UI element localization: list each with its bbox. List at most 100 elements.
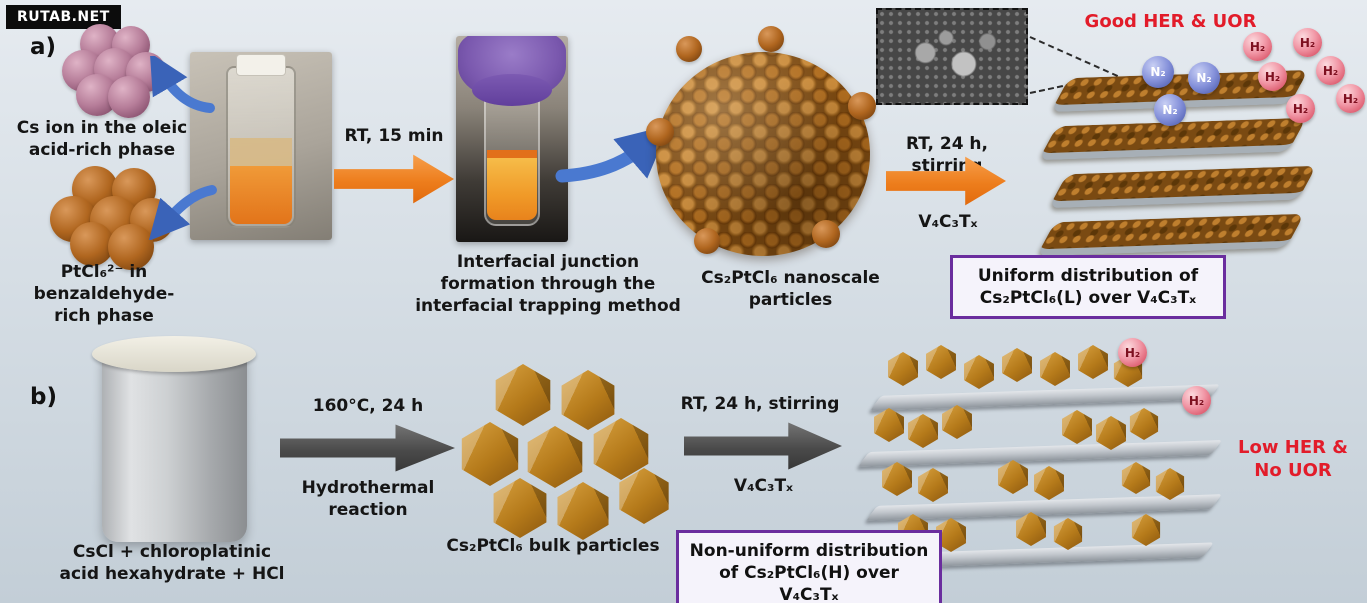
- gloved-vial-photo: [456, 36, 568, 242]
- vial-cap: [236, 54, 286, 76]
- h2-molecule: H₂: [1182, 386, 1211, 415]
- n2-molecule: N₂: [1142, 56, 1174, 88]
- h2-molecule: H₂: [1316, 56, 1345, 85]
- purple-glove-finger: [472, 74, 552, 106]
- interfacial-junction-layer: [487, 150, 537, 158]
- bulk-particle: [908, 414, 938, 448]
- bulk-particle: [495, 364, 551, 426]
- nanoparticle-sphere: [694, 228, 720, 254]
- nanoparticle-sphere: [646, 118, 674, 146]
- bulk-particle: [918, 468, 948, 502]
- n2-molecule-label: N₂: [1150, 65, 1166, 79]
- arrow-to-cs-cluster: [149, 56, 215, 113]
- pt-ion-sphere: [108, 224, 154, 270]
- pt-cluster-caption: PtCl₆²⁻ in benzaldehyde- rich phase: [33, 262, 175, 326]
- h2-molecule-label: H₂: [1124, 345, 1141, 360]
- bulk-particle: [1131, 514, 1161, 546]
- h2-molecule-label: H₂: [1322, 63, 1339, 78]
- cs-ion-cluster: [60, 24, 172, 120]
- bulk-particle: [461, 422, 519, 486]
- bulk-particle: [1040, 352, 1070, 386]
- cs-ion-sphere: [108, 76, 150, 118]
- h2-molecule: H₂: [1243, 32, 1272, 61]
- nanoparticle-sphere: [848, 92, 876, 120]
- mxene-layer: [1036, 213, 1305, 257]
- reaction-arrow-gray: [280, 424, 455, 472]
- bulk-particle: [1034, 466, 1064, 500]
- reaction-arrow-gray: [684, 422, 842, 470]
- n2-molecule-label: N₂: [1196, 71, 1212, 85]
- hydrothermal-arrow-label: 160°C, 24 h: [312, 396, 424, 416]
- panel-a-summary-box: Uniform distribution of Cs₂PtCl₆(L) over…: [950, 255, 1226, 320]
- h2-molecule-label: H₂: [1342, 91, 1359, 106]
- product-suspension-layer: [487, 158, 537, 220]
- bulk-particle: [493, 478, 547, 538]
- oleic-phase-layer: [230, 138, 292, 166]
- bulk-particle: [1016, 512, 1046, 546]
- panel-b-summary-box: Non-uniform distribution of Cs₂PtCl₆(H) …: [676, 530, 942, 603]
- bulk-particle: [527, 426, 583, 488]
- precursor-caption: CsCl + chloroplatinic acid hexahydrate +…: [59, 542, 285, 584]
- bulk-particle: [1078, 345, 1108, 379]
- bulk-particle: [561, 370, 615, 430]
- nanoparticle-aggregate: [656, 52, 870, 256]
- autoclave-lid: [92, 336, 256, 372]
- sem-inset-image: [876, 8, 1028, 105]
- mxene-plate: [870, 384, 1220, 411]
- step2-arrow-label: RT, 24 h, stirring: [905, 134, 988, 176]
- panel-b-label: b): [30, 384, 57, 410]
- bulk-particle: [1002, 348, 1032, 382]
- mxene-layer: [1048, 165, 1317, 209]
- watermark-badge: RUTAB.NET: [6, 5, 121, 29]
- h2-molecule-label: H₂: [1264, 69, 1281, 84]
- callout-dashed-line: [1029, 36, 1119, 77]
- bulk-particle: [998, 460, 1028, 494]
- bulk-particle: [964, 355, 994, 389]
- n2-molecule: N₂: [1154, 94, 1186, 126]
- h2-molecule-label: H₂: [1188, 393, 1205, 408]
- nanoparticle-caption: Cs₂PtCl₆ nanoscale particles: [701, 268, 880, 310]
- n2-molecule: N₂: [1188, 62, 1220, 94]
- biphasic-vial-photo: [190, 52, 332, 240]
- step2-arrow-sublabel: V₄C₃Tₓ: [918, 212, 978, 232]
- hydrothermal-arrow-sublabel: Hydrothermal reaction: [301, 478, 435, 520]
- bulk-particle: [942, 405, 972, 439]
- bulk-particle: [888, 352, 918, 386]
- mixing-arrow-label: RT, 24 h, stirring: [680, 394, 840, 414]
- h2-molecule-label: H₂: [1299, 35, 1316, 50]
- interfacial-caption: Interfacial junction formation through t…: [415, 252, 681, 316]
- panel-b-result-label: Low HER & No UOR: [1238, 437, 1348, 482]
- bulk-particle: [1121, 462, 1151, 494]
- bulk-caption: Cs₂PtCl₆ bulk particles: [446, 536, 660, 556]
- h2-molecule-label: H₂: [1249, 39, 1266, 54]
- bulk-particle: [926, 345, 956, 379]
- panel-a-label: a): [30, 34, 57, 60]
- h2-molecule: H₂: [1336, 84, 1365, 113]
- h2-molecule: H₂: [1258, 62, 1287, 91]
- nanoparticle-sphere: [758, 26, 784, 52]
- arrow-to-nanoparticles: [555, 125, 666, 183]
- mxene-plate: [857, 440, 1223, 467]
- bulk-particle: [1129, 408, 1159, 440]
- h2-molecule: H₂: [1286, 94, 1315, 123]
- reaction-arrow-orange: [334, 154, 454, 204]
- n2-molecule-label: N₂: [1162, 103, 1178, 117]
- cs-cluster-caption: Cs ion in the oleic acid-rich phase: [16, 118, 188, 160]
- bulk-particle: [1062, 410, 1092, 444]
- bulk-particle: [1053, 518, 1083, 550]
- bulk-particle: [557, 482, 609, 540]
- h2-molecule: H₂: [1118, 338, 1147, 367]
- nanoparticle-sphere: [812, 220, 840, 248]
- pt-ion-sphere: [70, 222, 114, 266]
- bulk-particle: [882, 462, 912, 496]
- benzaldehyde-phase-layer: [230, 166, 292, 224]
- nanoparticle-sphere: [676, 36, 702, 62]
- panel-a-result-label: Good HER & UOR: [1084, 11, 1257, 32]
- autoclave-body: [102, 352, 247, 542]
- arrow-to-pt-cluster: [148, 185, 217, 240]
- h2-molecule-label: H₂: [1292, 101, 1309, 116]
- mixing-arrow-sublabel: V₄C₃Tₓ: [733, 476, 794, 496]
- h2-molecule: H₂: [1293, 28, 1322, 57]
- bulk-particle: [874, 408, 904, 442]
